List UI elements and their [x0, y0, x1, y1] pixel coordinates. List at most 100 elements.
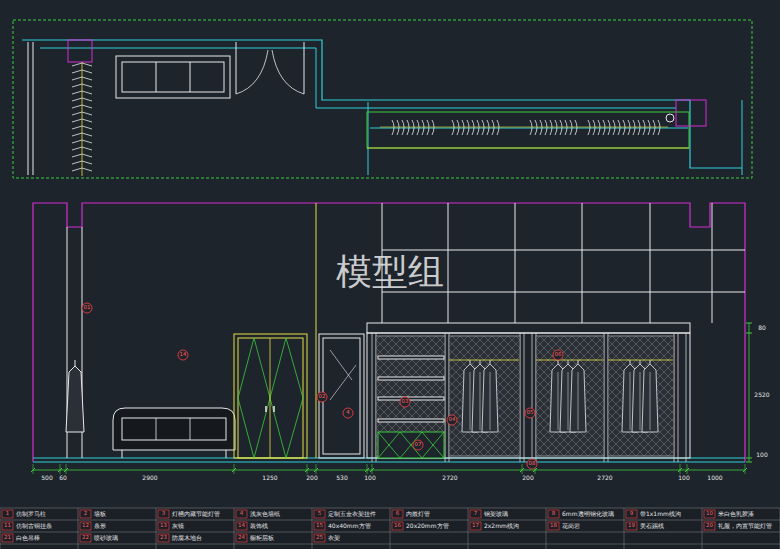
cabinet-post: [532, 333, 533, 462]
plan-hanger: [648, 120, 650, 135]
wine-rack: [422, 432, 444, 458]
cabinet-post: [686, 333, 687, 462]
callout-number: 06: [555, 352, 562, 357]
plan-hanger: [497, 120, 499, 135]
table-code: 17: [472, 523, 479, 528]
garment: [630, 372, 631, 430]
table-code: 12: [82, 523, 89, 528]
plan-hanger: [643, 120, 645, 135]
dimension: 100: [678, 475, 689, 481]
glass-grid: [582, 203, 583, 323]
dimension: 2520: [754, 392, 769, 398]
table-code: 20: [706, 523, 713, 528]
door-handle: [273, 406, 275, 412]
glass-grid: [448, 203, 449, 323]
callout-circle: [400, 397, 410, 407]
plan-door: [236, 42, 237, 94]
dimension-tick: [745, 464, 746, 474]
callout-circle: [178, 350, 188, 360]
table-cell: 仿制罗马柱: [16, 511, 46, 517]
table-code: 6: [396, 511, 399, 516]
callout-number: 03: [402, 399, 409, 404]
dimension: 100: [756, 452, 767, 458]
shelf: [378, 377, 444, 380]
glass-grid: [382, 250, 745, 251]
watermark: 模型组: [336, 254, 444, 290]
plan-hanger: [540, 120, 542, 135]
table-cell: 橱柜层板: [250, 535, 274, 541]
table-code-box: [158, 510, 169, 518]
table-code: 21: [4, 535, 11, 540]
garment: [640, 372, 641, 430]
plan-hanger: [482, 120, 484, 135]
table-code-box: [470, 510, 481, 518]
plan-hanger: [407, 120, 409, 135]
dimension-line: [749, 323, 750, 462]
plan-hanger: [598, 120, 600, 135]
table-code-box: [236, 534, 247, 542]
table-code: 14: [238, 523, 245, 528]
plan-hanger: [392, 120, 394, 135]
wine-rack: [378, 432, 444, 458]
dimension: 530: [336, 475, 347, 481]
table-cell: 墙板: [94, 511, 106, 517]
plan-hanger: [608, 120, 610, 135]
table-code: 9: [630, 511, 633, 516]
plan-hanger: [653, 120, 655, 135]
shelf: [378, 419, 444, 422]
sofa: [122, 450, 123, 458]
table-code-box: [80, 534, 91, 542]
table-code: 1: [6, 511, 9, 516]
dimension-tick: [60, 464, 61, 474]
cabinet-post: [678, 333, 679, 462]
plan-sofa: [156, 62, 157, 92]
dimension: 2720: [442, 475, 457, 481]
table-cell: 喷砂玻璃: [94, 535, 118, 541]
table-code-box: [314, 510, 325, 518]
dimension-tick: [372, 464, 373, 474]
dimension-tick: [746, 333, 752, 334]
plan-sofa: [116, 56, 230, 98]
plan-door: [304, 42, 305, 94]
callout-circle: [525, 408, 535, 418]
plan-hanger: [618, 120, 620, 135]
table-code: 22: [82, 535, 89, 540]
shelf: [378, 397, 444, 400]
plan-hanger: [565, 120, 567, 135]
table-code: 3: [162, 511, 165, 516]
dimension: 2720: [597, 475, 612, 481]
plan-hanger: [550, 120, 552, 135]
plan-wall: [28, 42, 29, 175]
table-rule: [234, 508, 235, 549]
dimension-tick: [687, 464, 688, 474]
dimension: 80: [758, 325, 766, 331]
table-code-box: [80, 522, 91, 530]
glass-grid: [382, 292, 745, 293]
table-code: 10: [706, 511, 713, 516]
table-cell: 衣架: [328, 535, 340, 541]
table-rule: [390, 508, 391, 549]
glass-grid: [712, 203, 713, 323]
mirror-hatch: [330, 365, 356, 400]
callout-circle: [413, 440, 423, 450]
table-cell: 定制五金衣架挂件: [328, 511, 376, 517]
plan-hanger: [452, 120, 454, 135]
table-code: 23: [160, 535, 167, 540]
plan-hanger: [658, 120, 660, 135]
sofa: [122, 418, 226, 440]
table-cell: 花岗岩: [562, 523, 580, 529]
wall-joint: [316, 203, 317, 458]
callout-number: 05: [527, 410, 534, 415]
plan-hanger: [588, 120, 590, 135]
plan-hanger: [457, 120, 459, 135]
callout-number: 14: [180, 352, 187, 357]
table-code: 19: [628, 523, 635, 528]
table-code-box: [314, 534, 325, 542]
table-code: 8: [552, 511, 555, 516]
dimension-line: [33, 470, 745, 471]
table-code-box: [236, 510, 247, 518]
mirror-hatch: [330, 350, 352, 380]
table-rule: [624, 508, 625, 549]
table-code-box: [158, 534, 169, 542]
plan-hanger: [535, 120, 537, 135]
